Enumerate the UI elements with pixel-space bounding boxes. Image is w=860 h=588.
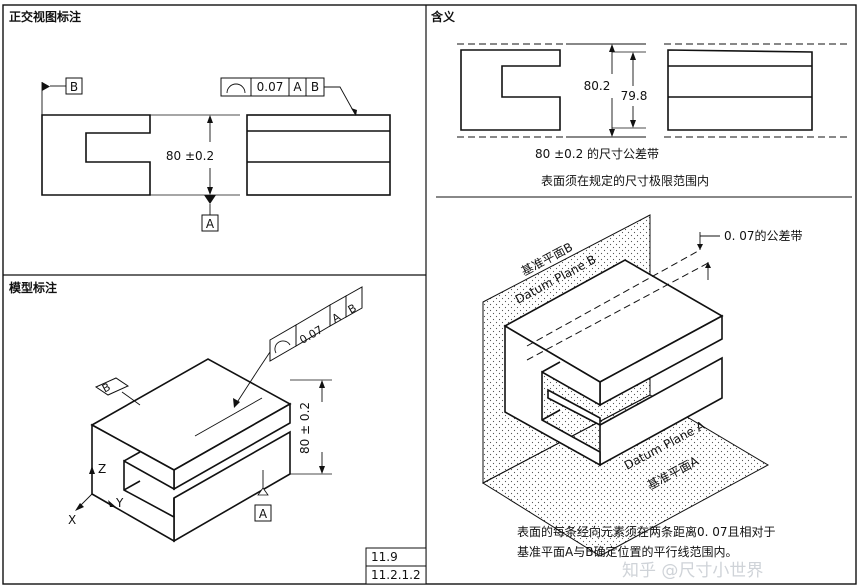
svg-text:0.07: 0.07 <box>257 80 284 94</box>
explanation-line-1: 表面的每条经向元素须在两条距离0. 07且相对于 <box>517 524 776 539</box>
svg-text:A: A <box>293 80 302 94</box>
svg-text:A: A <box>259 507 268 521</box>
datum-plane-a <box>481 394 770 557</box>
model-axis-triad: Z Y X <box>68 462 124 527</box>
svg-text:B: B <box>311 80 319 94</box>
explanation-line-2: 基准平面A与B确定位置的平行线范围内。 <box>517 544 737 559</box>
upper-limit-label: 80.2 <box>584 79 611 93</box>
ortho-datum-a-symbol: A <box>201 195 219 232</box>
part-3d-model <box>90 358 292 543</box>
meaning-limit-dimensions: 80.2 79.8 <box>566 43 648 138</box>
watermark-text: 知乎 @尺寸小世界 <box>622 561 763 581</box>
ortho-datum-b-symbol: B <box>41 77 83 115</box>
meaning-side-view <box>664 43 848 138</box>
model-panel-title: 模型标注 <box>9 280 57 295</box>
part-3d-meaning <box>503 259 724 467</box>
svg-text:B: B <box>70 80 78 94</box>
ortho-front-view <box>41 114 151 196</box>
svg-text:80 ±0.2: 80 ±0.2 <box>166 149 214 163</box>
model-dimension: 80 ± 0.2 <box>290 379 332 475</box>
svg-text:Z: Z <box>98 462 106 476</box>
ortho-panel-title: 正交视图标注 <box>9 9 81 24</box>
tolerance-zone-lines: 0. 07的公差带 <box>526 228 803 361</box>
svg-text:80 ± 0.2: 80 ± 0.2 <box>298 402 312 454</box>
zone-caption: 80 ±0.2 的尺寸公差带 <box>535 146 659 161</box>
model-reference-table: 11.9 11.2.1.2 <box>365 547 427 585</box>
meaning-front-view <box>457 43 566 138</box>
meaning-panel-title: 含义 <box>431 9 456 24</box>
rule-caption: 表面须在规定的尺寸极限范围内 <box>541 173 709 188</box>
tolerance-zone-label: 0. 07的公差带 <box>724 228 803 243</box>
lower-limit-label: 79.8 <box>621 89 648 103</box>
ortho-side-view <box>246 114 391 196</box>
svg-text:11.2.1.2: 11.2.1.2 <box>371 568 421 582</box>
svg-text:11.9: 11.9 <box>371 550 398 564</box>
model-feature-control-frame: 0.07 A B <box>233 286 363 408</box>
diagram-frame <box>2 4 857 585</box>
svg-text:A: A <box>206 217 215 231</box>
svg-text:X: X <box>68 513 76 527</box>
svg-text:Y: Y <box>115 496 124 510</box>
model-datum-b-symbol: B <box>94 377 141 406</box>
ortho-feature-control-frame: 0.07 A B <box>220 77 357 116</box>
model-datum-a-symbol: A <box>254 470 272 522</box>
ortho-dimension: 80 ±0.2 <box>150 114 240 196</box>
